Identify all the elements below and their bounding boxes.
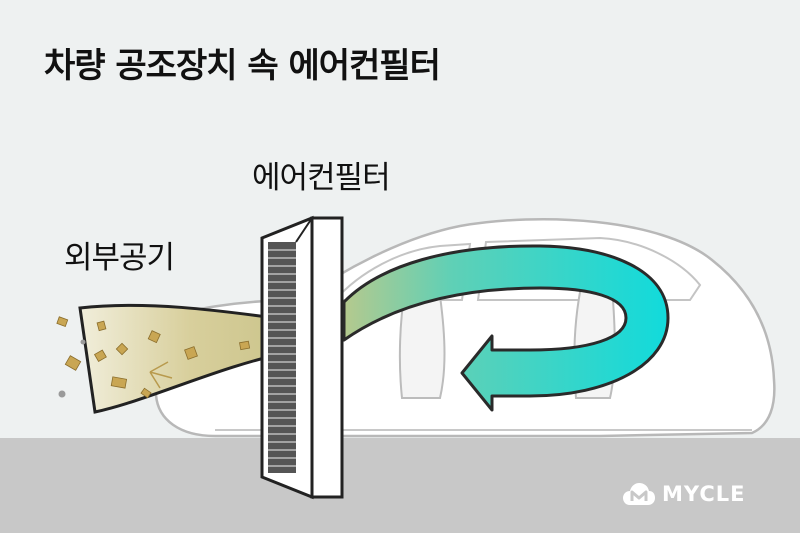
filter-label: 에어컨필터	[252, 160, 391, 196]
ground	[0, 438, 800, 533]
air-conditioner-filter	[260, 215, 344, 500]
car-window-front	[332, 242, 472, 301]
page-title: 차량 공조장치 속 에어컨필터	[44, 46, 441, 86]
brand-name: MYCLE	[662, 482, 746, 506]
car-window-rear	[476, 236, 702, 301]
clean-airflow-arrow	[342, 244, 670, 412]
mycle-cloud-logo-icon	[623, 483, 655, 505]
outside-air-label: 외부공기	[64, 240, 175, 276]
brand-logo: MYCLE	[622, 474, 746, 514]
dust-particles	[56, 316, 251, 399]
